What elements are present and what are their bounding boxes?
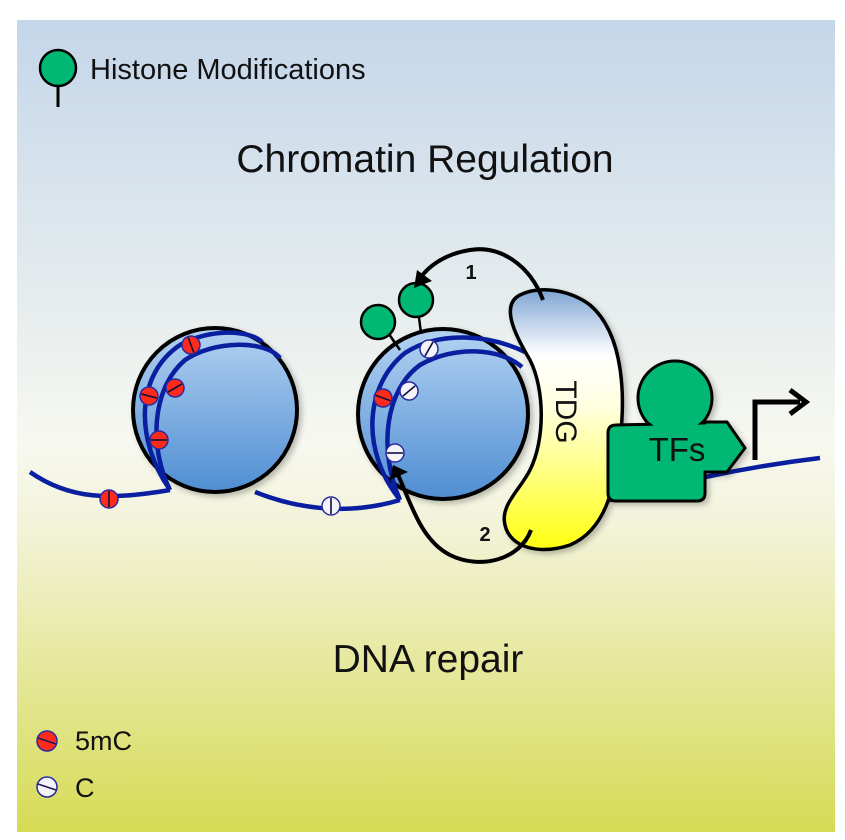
legend-5mc-label: 5mC bbox=[75, 726, 132, 756]
marker-c bbox=[321, 496, 341, 516]
diagram-canvas: Histone Modifications Chromatin Regulati… bbox=[17, 20, 835, 832]
transcription-start-arrow-icon bbox=[752, 388, 811, 460]
marker-5mc bbox=[139, 386, 159, 406]
title-dna-repair: DNA repair bbox=[333, 638, 524, 681]
marker-c bbox=[399, 381, 419, 401]
marker-c bbox=[419, 339, 439, 359]
legend-c-icon bbox=[36, 776, 58, 798]
histone-mod-legend-icon bbox=[38, 48, 78, 107]
legend-c-label: C bbox=[75, 773, 95, 803]
histone-mod-legend-label: Histone Modifications bbox=[90, 54, 366, 86]
title-chromatin-regulation: Chromatin Regulation bbox=[236, 138, 613, 181]
arrow-2-label: 2 bbox=[479, 524, 490, 546]
cytosine-markers bbox=[99, 335, 439, 516]
tdg-label: TDG bbox=[549, 380, 582, 443]
arrow-2 bbox=[390, 465, 533, 564]
marker-5mc bbox=[149, 430, 169, 450]
marker-5mc bbox=[99, 489, 119, 509]
arrow-1 bbox=[414, 247, 545, 301]
diagram-panel: Histone Modifications Chromatin Regulati… bbox=[17, 20, 835, 832]
nucleosome-left-dna-wrap bbox=[142, 330, 282, 492]
tfs-label: TFs bbox=[649, 431, 706, 468]
marker-5mc bbox=[181, 335, 201, 355]
marker-5mc bbox=[165, 378, 185, 398]
tfs-protein bbox=[606, 359, 747, 503]
histone-mod-1 bbox=[359, 303, 402, 351]
arrow-1-label: 1 bbox=[465, 262, 476, 284]
tdg-protein bbox=[502, 288, 625, 552]
marker-5mc bbox=[373, 388, 393, 408]
legend-5mc-icon bbox=[36, 730, 58, 752]
marker-c bbox=[385, 443, 405, 463]
